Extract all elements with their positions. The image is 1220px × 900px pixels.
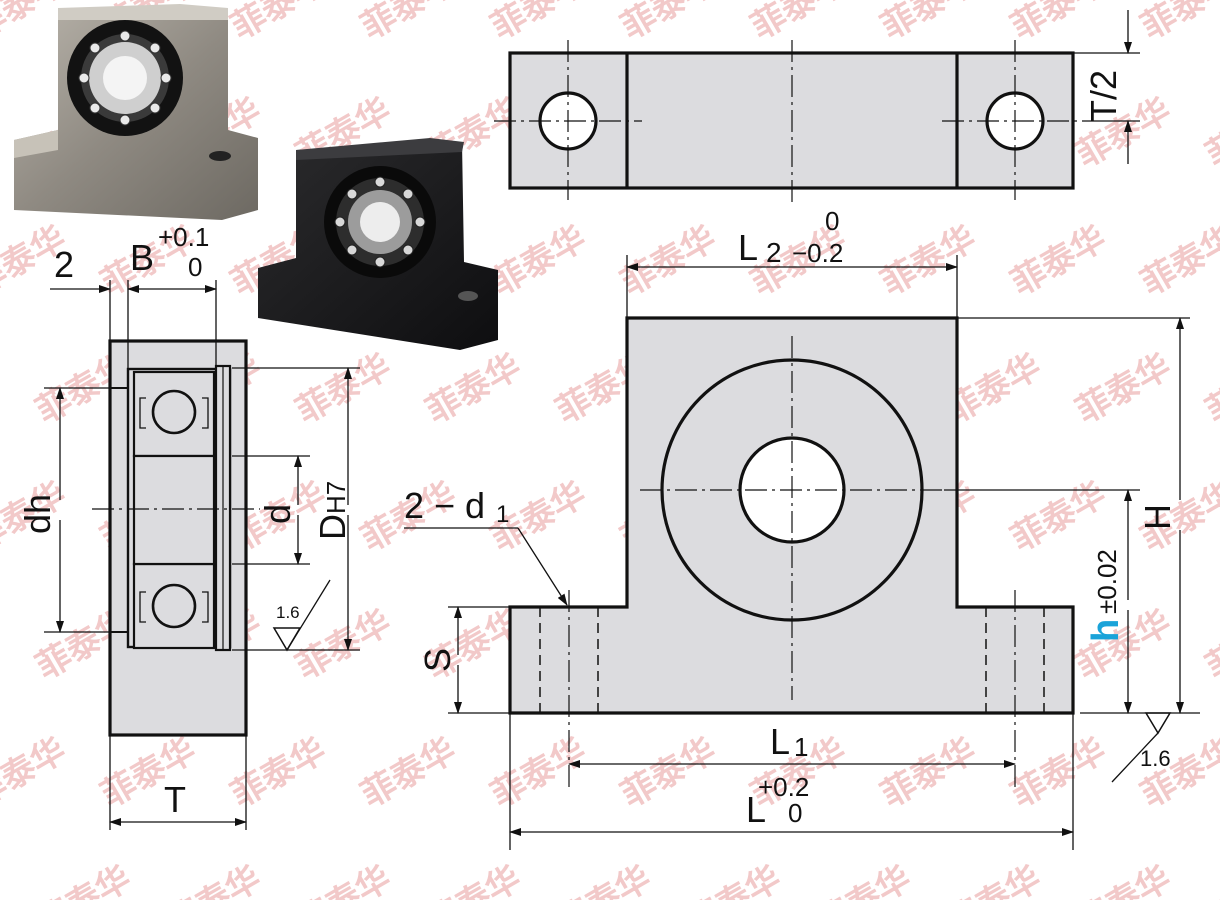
tol-l2-lower: −0.2: [792, 238, 843, 268]
tol-l-lower: 0: [788, 798, 802, 828]
tol-l-upper: +0.2: [758, 772, 809, 802]
watermark-text: 菲泰华: [615, 0, 723, 48]
watermark-text: 菲泰华: [485, 218, 593, 304]
watermark-text: 菲泰华: [420, 346, 528, 432]
watermark-text: 菲泰华: [875, 0, 983, 48]
watermark-text: 菲泰华: [875, 730, 983, 816]
dim-D: D: [312, 514, 353, 540]
watermark-text: 菲泰华: [1005, 474, 1113, 560]
watermark-text: 菲泰华: [1200, 602, 1220, 688]
watermark-text: 菲泰华: [290, 858, 398, 900]
side-roughness: 1.6: [276, 603, 300, 622]
side-view: 2 B +0.1 0 dh d D H7 1.6 T: [17, 222, 360, 830]
dim-t: T: [164, 779, 186, 820]
watermark-text: 菲泰华: [1005, 218, 1113, 304]
dim-s: S: [417, 648, 458, 672]
watermark-text: 菲泰华: [1135, 0, 1220, 48]
watermark-text: 菲泰华: [1005, 0, 1113, 48]
watermark-text: 菲泰华: [1070, 602, 1178, 688]
silver-bearing-block-photo: [14, 4, 258, 220]
dim-2-d1: 2 − d: [404, 485, 485, 526]
watermark-text: 菲泰华: [1135, 218, 1220, 304]
dim-H: H: [1137, 504, 1178, 530]
top-view: T/2: [494, 10, 1140, 205]
dim-t-half: T/2: [1083, 70, 1124, 122]
side-roughness-symbol: [272, 627, 302, 652]
watermark-text: 菲泰华: [485, 0, 593, 48]
watermark-text: 菲泰华: [225, 730, 333, 816]
dim-d: d: [257, 504, 298, 524]
dim-dh: dh: [17, 494, 58, 534]
watermark-text: 菲泰华: [1200, 90, 1220, 176]
watermark-text: 菲泰华: [1070, 858, 1178, 900]
front-view: L 2 0 −0.2 2 − d 1 S h ±0.02 H 1.6 L 1: [404, 206, 1200, 850]
dim-D-sub: H7: [321, 481, 351, 514]
watermark-text: 菲泰华: [1005, 730, 1113, 816]
watermark-text: 菲泰华: [160, 858, 268, 900]
watermark-text: 菲泰华: [30, 858, 138, 900]
watermark-text: 菲泰华: [485, 730, 593, 816]
watermark-text: 菲泰华: [615, 218, 723, 304]
watermark-text: 菲泰华: [290, 346, 398, 432]
watermark-text: 菲泰华: [810, 858, 918, 900]
watermark-text: 菲泰华: [940, 858, 1048, 900]
watermark-text: 菲泰华: [680, 858, 788, 900]
watermark-text: 菲泰华: [550, 858, 658, 900]
watermark-text: 菲泰华: [1200, 346, 1220, 432]
dim-l2: L: [738, 227, 758, 268]
watermark-text: 菲泰华: [875, 218, 983, 304]
dim-h: h: [1085, 619, 1127, 642]
watermark-text: 菲泰华: [355, 730, 463, 816]
watermark-text: 菲泰华: [1135, 730, 1220, 816]
black-bearing-block-photo: [258, 138, 498, 350]
tol-h: ±0.02: [1092, 549, 1122, 614]
dim-b: B: [130, 237, 154, 278]
dim-2-d1-sub: 1: [496, 501, 509, 528]
upper-ball: [151, 389, 197, 435]
watermark-text: 菲泰华: [225, 0, 333, 48]
watermark-text: 菲泰华: [745, 0, 853, 48]
watermark-text: 菲泰华: [420, 858, 528, 900]
tol-b-lower: 0: [188, 252, 202, 282]
watermark-text: 菲泰华: [1070, 346, 1178, 432]
front-roughness: 1.6: [1140, 746, 1171, 771]
dim-l2-sub: 2: [766, 237, 782, 268]
watermark-text: 菲泰华: [355, 0, 463, 48]
dim-l1-sub: 1: [794, 732, 808, 762]
watermark-text: 菲泰华: [615, 730, 723, 816]
tol-b-upper: +0.1: [158, 222, 209, 252]
watermark-text: 菲泰华: [1200, 858, 1220, 900]
watermark-text: 菲泰华: [290, 602, 398, 688]
watermark-text: 菲泰华: [0, 730, 73, 816]
dim-l: L: [746, 789, 766, 830]
front-roughness-symbol: [1144, 712, 1172, 735]
tol-l2-upper: 0: [825, 206, 839, 236]
dim-l1: L: [770, 721, 790, 762]
dim-2: 2: [54, 244, 74, 285]
watermark-text: 菲泰华: [95, 730, 203, 816]
lower-ball: [151, 583, 197, 629]
